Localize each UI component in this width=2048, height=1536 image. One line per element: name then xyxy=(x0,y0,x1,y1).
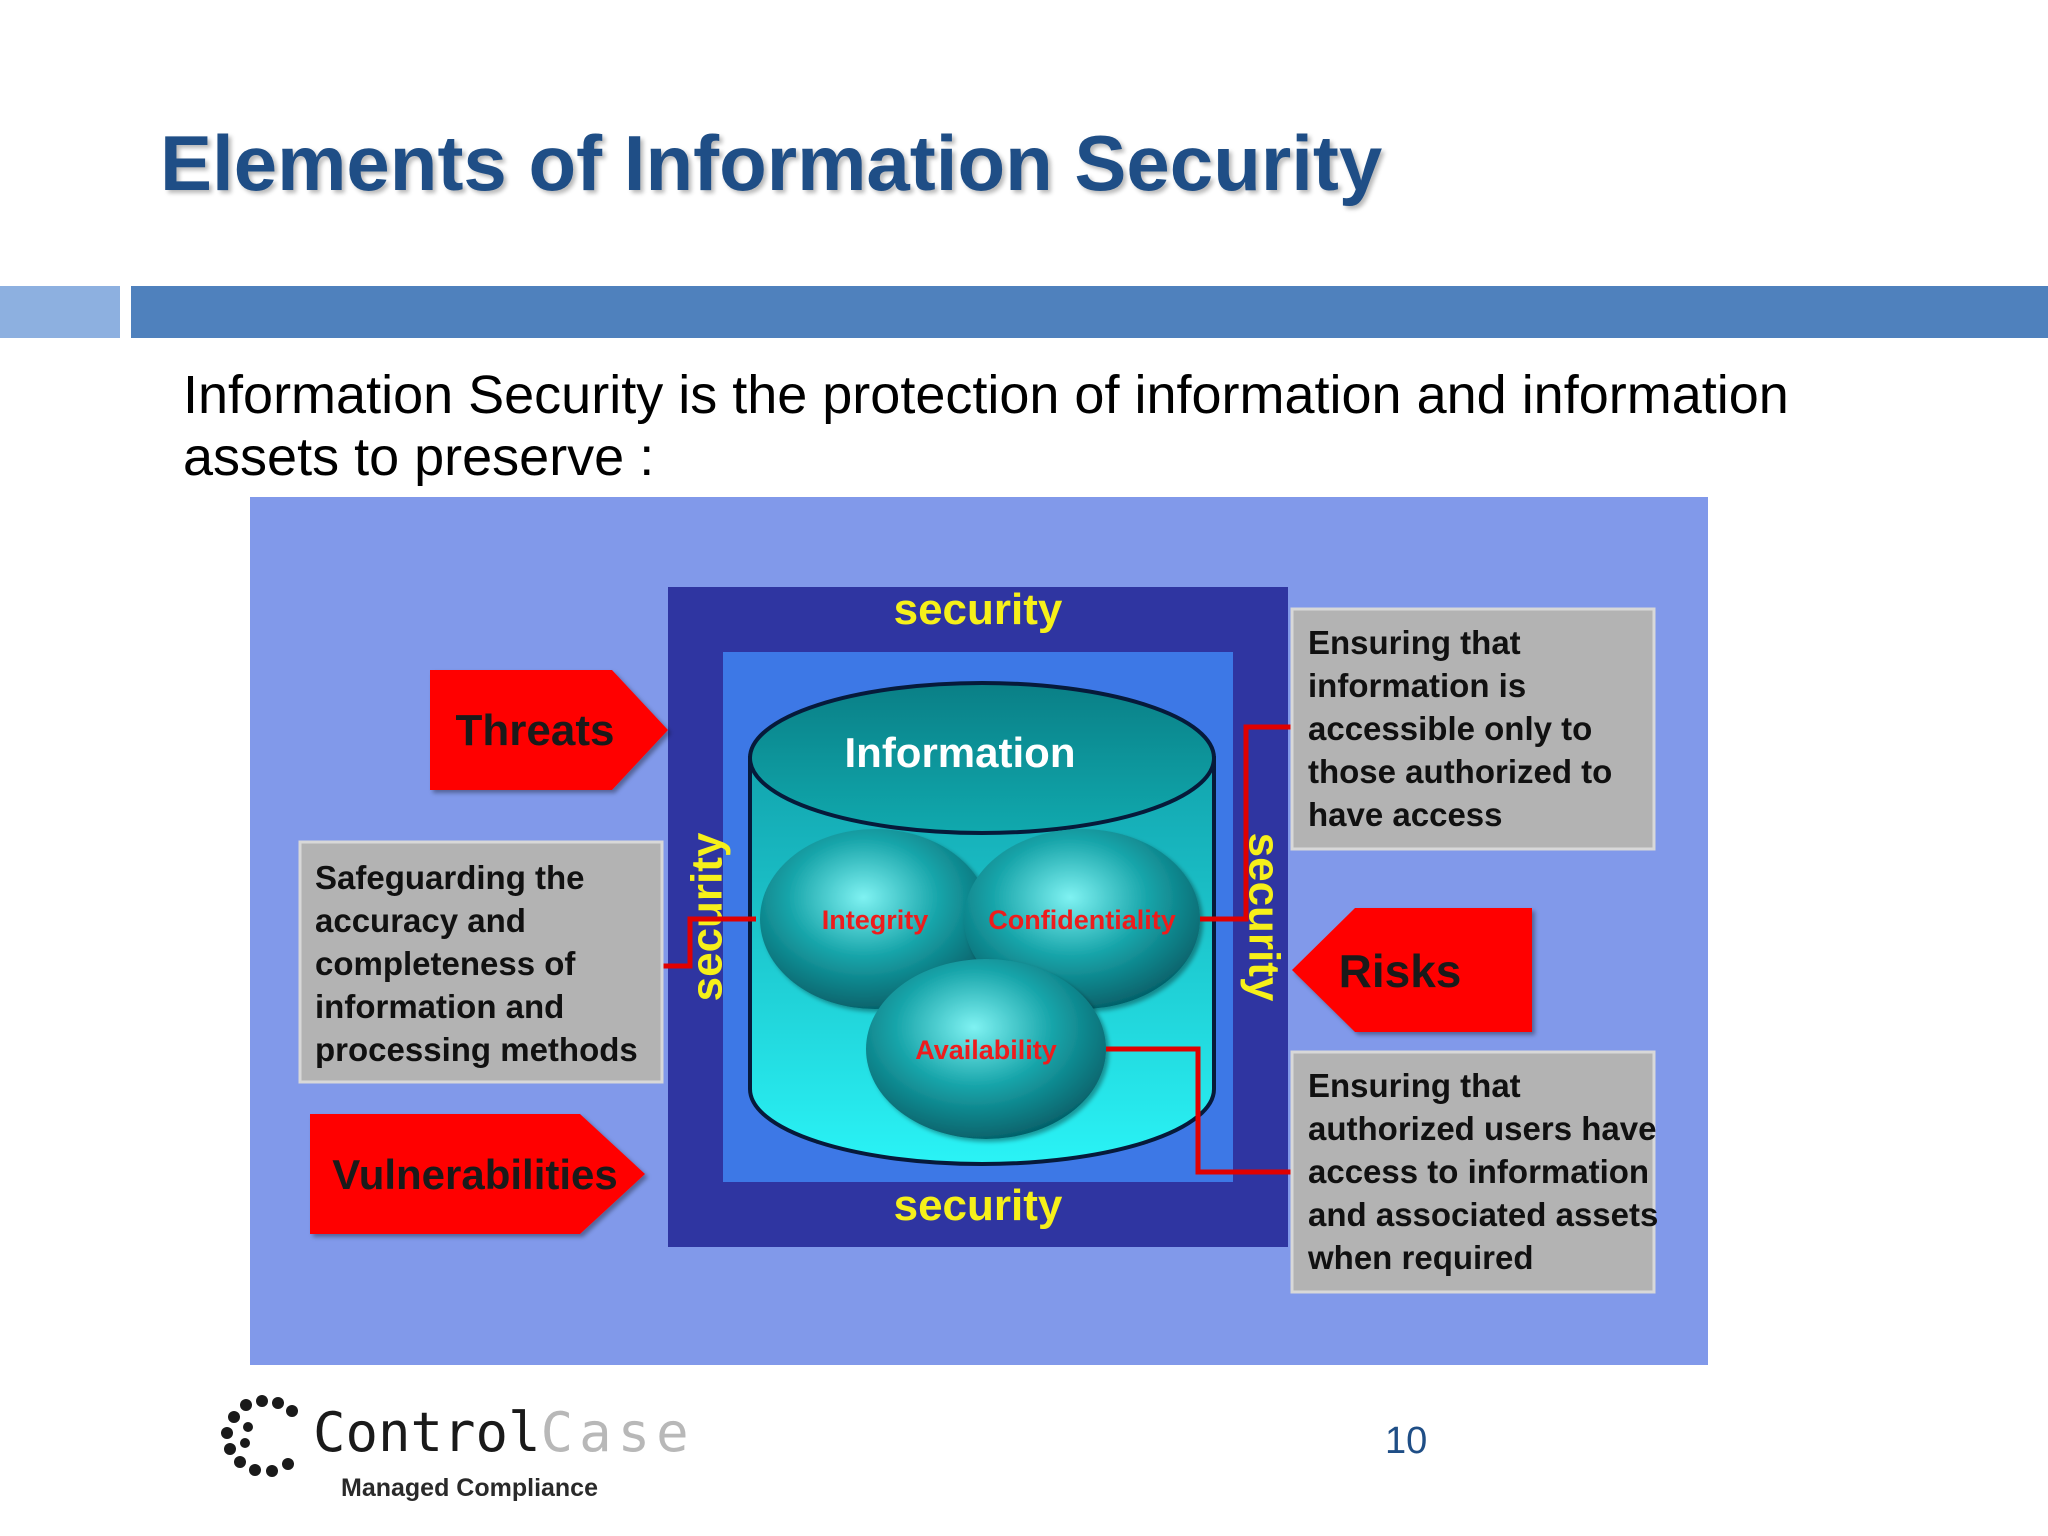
title-band-accent xyxy=(0,286,120,338)
page-number: 10 xyxy=(1385,1420,1427,1463)
security-label-bottom: security xyxy=(894,1181,1063,1230)
availability-definition-line: access to information xyxy=(1308,1153,1649,1190)
logo-mark-icon xyxy=(218,1393,308,1478)
integrity-definition-line: Safeguarding the xyxy=(315,859,585,896)
slide-title: Elements of Information Security xyxy=(160,118,1382,209)
availability-label: Availability xyxy=(915,1035,1057,1065)
integrity-definition-line: completeness of xyxy=(315,945,576,982)
security-label-top: security xyxy=(894,585,1063,634)
availability-definition-line: authorized users have xyxy=(1308,1110,1656,1147)
availability-definition-line: Ensuring that xyxy=(1308,1067,1521,1104)
logo-wordmark-dark: Control xyxy=(313,1401,541,1464)
confidentiality-definition-line: information is xyxy=(1308,667,1526,704)
logo-wordmark: ControlCase xyxy=(313,1401,695,1464)
confidentiality-label: Confidentiality xyxy=(988,905,1176,935)
availability-definition-line: when required xyxy=(1307,1239,1534,1276)
logo-wordmark-light: Case xyxy=(541,1401,695,1464)
intro-text: Information Security is the protection o… xyxy=(183,364,1943,488)
availability-definition-line: and associated assets xyxy=(1308,1196,1658,1233)
confidentiality-definition-line: those authorized to xyxy=(1308,753,1612,790)
confidentiality-definition-line: have access xyxy=(1308,796,1503,833)
integrity-definition-line: accuracy and xyxy=(315,902,526,939)
security-elements-diagram: security security security security Info… xyxy=(250,497,1708,1365)
database-label: Information xyxy=(845,729,1076,776)
integrity-definition-line: information and xyxy=(315,988,564,1025)
integrity-definition-line: processing methods xyxy=(315,1031,638,1068)
risks-label: Risks xyxy=(1339,945,1462,997)
confidentiality-definition-line: Ensuring that xyxy=(1308,624,1521,661)
integrity-label: Integrity xyxy=(822,905,929,935)
controlcase-logo: ControlCase Managed Compliance xyxy=(218,1393,678,1513)
threats-label: Threats xyxy=(456,706,615,755)
logo-tagline: Managed Compliance xyxy=(341,1474,598,1503)
confidentiality-definition-line: accessible only to xyxy=(1308,710,1592,747)
title-band xyxy=(131,286,2048,338)
vulnerabilities-label: Vulnerabilities xyxy=(332,1151,618,1198)
